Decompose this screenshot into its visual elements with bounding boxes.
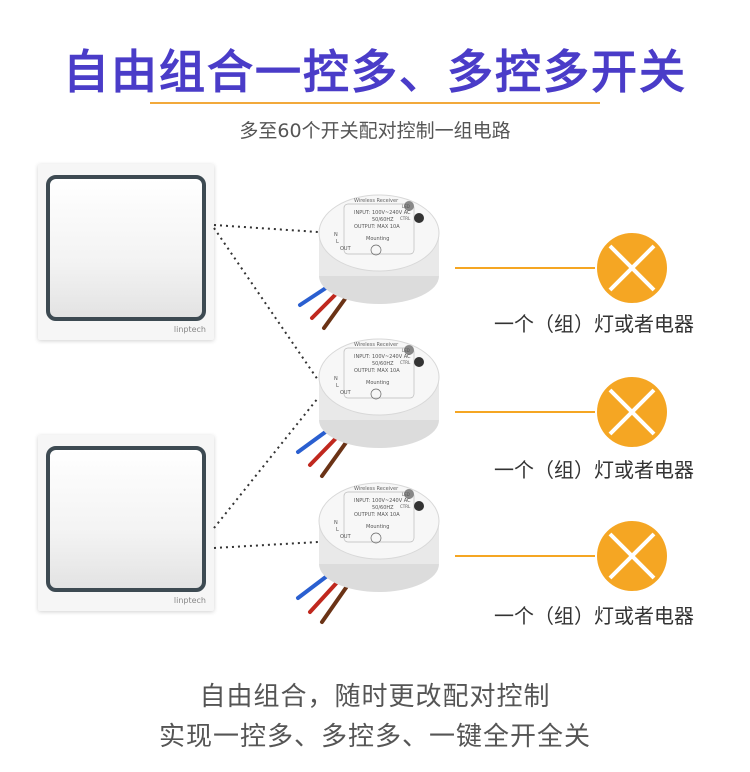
svg-text:CTRL: CTRL [400, 360, 411, 365]
svg-text:LED: LED [402, 492, 410, 497]
svg-text:Wireless Receiver: Wireless Receiver [354, 342, 399, 348]
svg-text:50/60HZ: 50/60HZ [372, 217, 394, 223]
pair-link-4 [213, 541, 319, 549]
svg-text:100V~240V AC: 100V~240V AC [372, 498, 411, 504]
svg-text:INPUT:: INPUT: [354, 354, 370, 360]
footer-line-1: 自由组合，随时更改配对控制 [199, 682, 551, 712]
svg-text:50/60HZ: 50/60HZ [372, 361, 394, 367]
footer-line-2: 实现一控多、多控多、一键全开全关 [158, 722, 591, 752]
svg-text:Wireless Receiver: Wireless Receiver [354, 486, 399, 492]
pair-link-3 [213, 397, 319, 529]
receiver-module-icon: Wireless Receiver INPUT: 100V~240V AC 50… [318, 482, 440, 592]
svg-text:L: L [336, 239, 339, 245]
switch-brand: linptech [173, 325, 206, 334]
svg-text:INPUT:: INPUT: [354, 498, 370, 504]
lamp-icon [597, 521, 667, 591]
svg-text:LED: LED [402, 348, 410, 353]
lamp-icon [597, 233, 667, 303]
lamp-label-2: 一个（组）灯或者电器 [494, 458, 694, 482]
rocker-switch-icon [46, 175, 206, 321]
svg-text:100V~240V AC: 100V~240V AC [372, 210, 411, 216]
svg-text:N: N [334, 232, 338, 238]
svg-text:CTRL: CTRL [400, 504, 411, 509]
page-title: 自由组合一控多、多控多开关 [63, 45, 687, 99]
svg-text:INPUT:: INPUT: [354, 210, 370, 216]
pair-link-2 [213, 227, 319, 381]
svg-text:LED: LED [402, 204, 410, 209]
wall-switch-2[interactable]: linptech [38, 435, 214, 611]
receiver-module-icon: Wireless Receiver INPUT: 100V~240V AC 50… [318, 338, 440, 448]
svg-text:N: N [334, 520, 338, 526]
lamp-icon [597, 377, 667, 447]
svg-text:OUTPUT: MAX 10A: OUTPUT: MAX 10A [354, 368, 400, 374]
switch-brand: linptech [173, 596, 206, 605]
receiver-module-icon: Wireless Receiver INPUT: 100V~240V AC 50… [318, 194, 440, 304]
pair-link-1 [213, 224, 319, 233]
svg-text:OUT: OUT [340, 390, 352, 396]
svg-text:100V~240V AC: 100V~240V AC [372, 354, 411, 360]
svg-text:OUTPUT: MAX 10A: OUTPUT: MAX 10A [354, 224, 400, 230]
svg-text:OUTPUT: MAX 10A: OUTPUT: MAX 10A [354, 512, 400, 518]
svg-text:OUT: OUT [340, 246, 352, 252]
rocker-switch-icon [46, 446, 206, 592]
svg-text:Mounting: Mounting [366, 380, 389, 386]
page-subtitle: 多至60个开关配对控制一组电路 [239, 120, 511, 142]
svg-text:Wireless Receiver: Wireless Receiver [354, 198, 399, 204]
svg-text:CTRL: CTRL [400, 216, 411, 221]
svg-text:L: L [336, 383, 339, 389]
lamp-label-1: 一个（组）灯或者电器 [494, 312, 694, 336]
svg-text:Mounting: Mounting [366, 236, 389, 242]
lamp-label-3: 一个（组）灯或者电器 [494, 604, 694, 628]
wall-switch-1[interactable]: linptech [38, 164, 214, 340]
svg-text:N: N [334, 376, 338, 382]
svg-text:L: L [336, 527, 339, 533]
svg-text:50/60HZ: 50/60HZ [372, 505, 394, 511]
svg-text:OUT: OUT [340, 534, 352, 540]
title-divider [150, 102, 600, 104]
svg-text:Mounting: Mounting [366, 524, 389, 530]
